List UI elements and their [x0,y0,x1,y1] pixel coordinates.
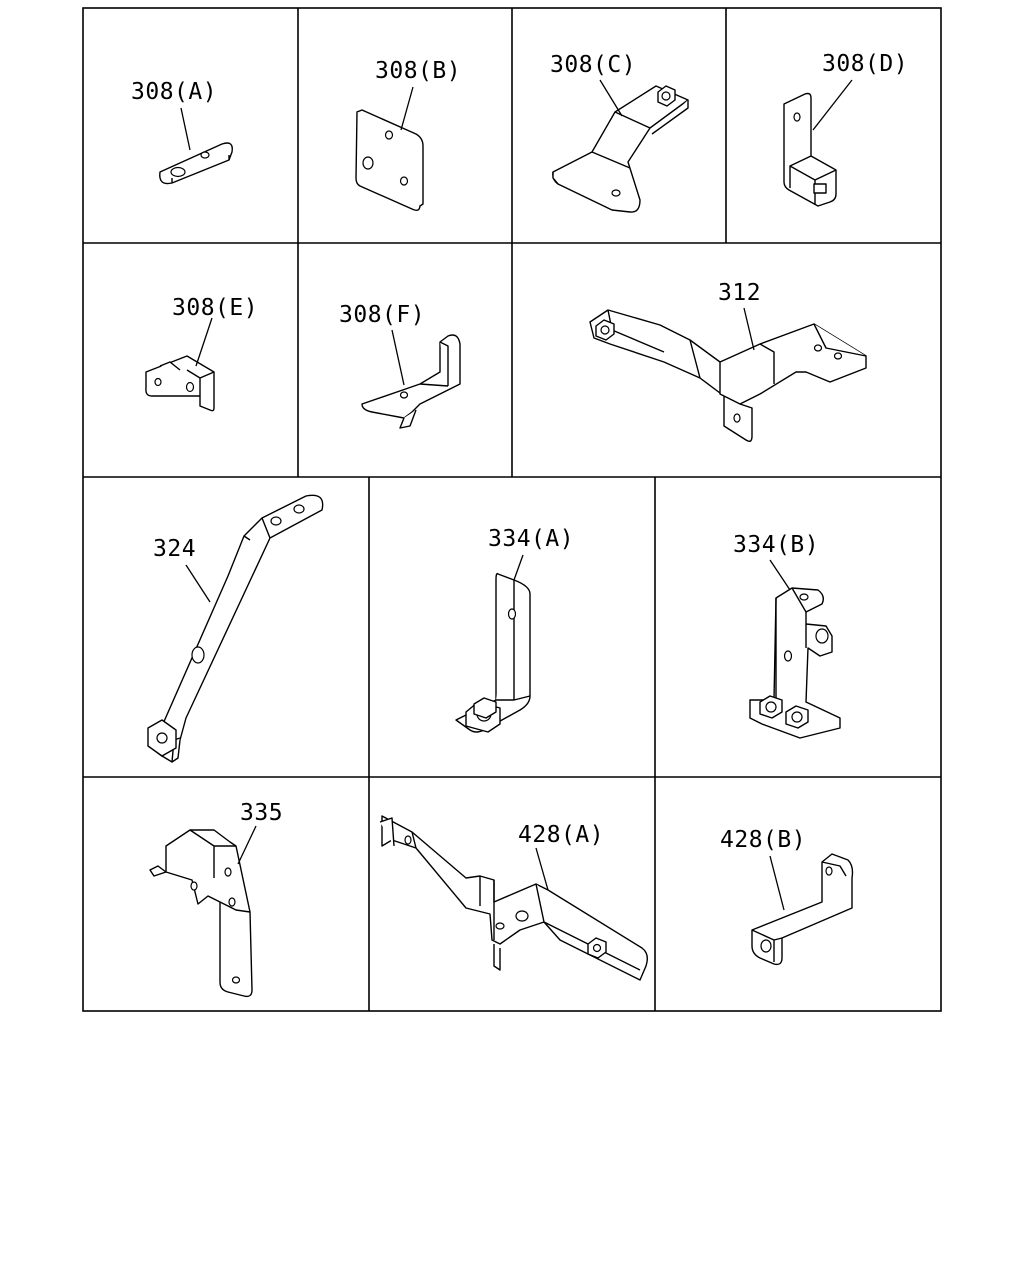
part-335: 335 [149,800,283,998]
part-312: 312 [589,280,867,443]
grid-frame [82,7,942,1012]
part-308a: 308(A) [131,79,233,185]
part-308f: 308(F) [339,302,461,429]
label-308a: 308(A) [131,79,217,105]
label-428b: 428(B) [720,827,806,853]
label-324: 324 [153,536,196,562]
part-334b: 334(B) [733,532,841,739]
label-312: 312 [718,280,761,306]
label-308e: 308(E) [172,295,258,321]
part-308c: 308(C) [550,52,689,213]
label-335: 335 [240,800,283,826]
part-308e: 308(E) [145,295,258,412]
label-308b: 308(B) [375,58,461,84]
label-308d: 308(D) [822,51,908,77]
label-308f: 308(F) [339,302,425,328]
label-308c: 308(C) [550,52,636,78]
part-324: 324 [147,494,324,763]
part-308b: 308(B) [355,58,461,212]
part-428a: 428(A) [379,815,649,981]
label-428a: 428(A) [518,822,604,848]
part-308d: 308(D) [783,51,908,207]
part-428b: 428(B) [720,827,854,966]
part-334a: 334(A) [455,526,574,733]
label-334b: 334(B) [733,532,819,558]
label-334a: 334(A) [488,526,574,552]
